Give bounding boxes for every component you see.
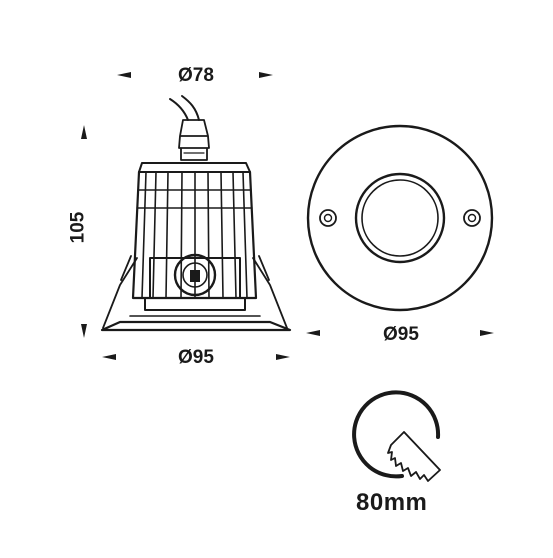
screw-left-inner — [323, 213, 333, 223]
screw-right-inner — [467, 213, 477, 223]
dimension-height: 105 — [67, 211, 89, 244]
cutout-circle-arc — [352, 390, 441, 479]
front-lens — [361, 179, 439, 257]
dimension-arrows — [81, 72, 494, 360]
bezel-base — [144, 297, 246, 311]
dimension-top-width: Ø78 — [178, 65, 214, 86]
arrow-bottom-right — [276, 354, 290, 360]
bezel-flange — [100, 320, 292, 332]
cage-top — [138, 162, 251, 173]
arrow-right-left — [306, 330, 320, 336]
cage-bars — [141, 171, 248, 299]
saw-blade — [387, 431, 441, 482]
dimension-bottom-width: Ø95 — [178, 347, 214, 368]
adjustment-knob — [173, 253, 217, 297]
arrow-height-bottom — [81, 324, 87, 338]
front-outer-ring — [306, 124, 494, 312]
spring-clip-right — [252, 255, 288, 329]
saw-back — [403, 431, 441, 471]
cutout-size-label: 80mm — [356, 489, 428, 516]
knob-inner — [182, 262, 208, 288]
knob-screw — [190, 270, 200, 282]
arrow-right-right — [480, 330, 494, 336]
cage-band — [136, 189, 253, 209]
cable-gland — [178, 119, 210, 161]
front-view — [306, 124, 494, 312]
dimension-front-diameter: Ø95 — [383, 324, 419, 345]
screw-left-outer — [319, 209, 337, 227]
spring-clip-left — [102, 255, 138, 329]
arrow-height-top — [81, 125, 87, 139]
arrow-top-left — [117, 72, 131, 78]
arrow-top-right — [259, 72, 273, 78]
cable — [169, 95, 200, 121]
cutout-saw-icon — [352, 390, 441, 482]
front-lens-rim — [354, 172, 446, 264]
arrow-bottom-left — [102, 354, 116, 360]
screw-right-outer — [463, 209, 481, 227]
side-view — [100, 95, 292, 332]
